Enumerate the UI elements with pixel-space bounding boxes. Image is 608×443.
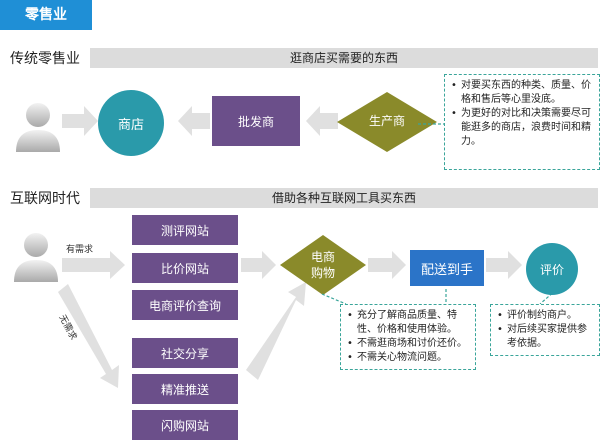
internet-notes-right: 评价制约商户。 对后续买家提供参考依据。 [490,304,600,356]
delivery-node: 配送到手 [410,250,484,286]
review-label: 评价 [539,262,564,277]
review-node: 评价 [526,243,578,295]
arrow-ecommerce-to-delivery [368,251,406,279]
internet-banner: 借助各种互联网工具买东西 [90,188,598,208]
arrow-social-to-ecommerce [246,282,306,380]
traditional-banner: 逛商店买需要的东西 [90,48,598,68]
ecommerce-label: 电商 购物 [310,250,335,280]
wholesaler-label: 批发商 [237,114,274,129]
arrow-tools-to-ecommerce [241,251,276,279]
producer-label: 生产商 [368,114,405,128]
arrow-user-to-store [62,106,98,136]
note-item: 评价制约商户。 [497,309,593,323]
user-icon [16,103,60,152]
store-label: 商店 [117,117,144,133]
tool-label: 比价网站 [160,261,209,276]
store-node: 商店 [98,90,164,156]
tool-price-compare: 比价网站 [132,253,238,283]
arrow-no-need [58,284,119,388]
note-item: 对要买东西的种类、质量、价格和售后等心里没底。 [451,79,593,107]
arrow-delivery-to-review [486,251,522,279]
note-item: 充分了解商品质量、特性、价格和使用体验。 [347,309,469,337]
page-title: 零售业 [0,0,92,30]
tool-label: 测评网站 [160,223,209,238]
traditional-notes: 对要买东西的种类、质量、价格和售后等心里没底。 为更好的对比和决策需要尽可能逛多… [444,74,600,170]
producer-diamond [337,92,437,152]
tool-ecommerce-review: 电商评价查询 [132,290,238,320]
user-icon [14,233,58,282]
tool-review-site: 测评网站 [132,215,238,245]
tool-flash-sale: 闪购网站 [132,410,238,440]
tool-label: 电商评价查询 [148,298,221,313]
tool-precise-push: 精准推送 [132,374,238,404]
note-item: 对后续买家提供参考依据。 [497,323,593,351]
wholesaler-node: 批发商 [212,96,300,146]
arrow-need [62,251,125,279]
tool-label: 社交分享 [160,346,209,361]
delivery-label: 配送到手 [420,262,473,278]
arrow-wholesaler-to-store [178,106,210,136]
tool-label: 闪购网站 [160,418,209,433]
arrow-producer-to-wholesaler [306,106,338,136]
section-label-traditional: 传统零售业 [10,51,80,67]
section-label-internet: 互联网时代 [10,191,80,207]
note-item: 为更好的对比和决策需要尽可能逛多的商店，浪费时间和精力。 [451,107,593,149]
internet-notes-mid: 充分了解商品质量、特性、价格和使用体验。 不需逛商场和讨价还价。 不需关心物流问… [340,304,476,370]
arrow-need-label: 有需求 [66,245,94,255]
note-item: 不需关心物流问题。 [347,351,469,365]
ecommerce-diamond [280,235,366,295]
tool-label: 精准推送 [160,382,209,397]
note-item: 不需逛商场和讨价还价。 [347,337,469,351]
tool-social-share: 社交分享 [132,338,238,368]
